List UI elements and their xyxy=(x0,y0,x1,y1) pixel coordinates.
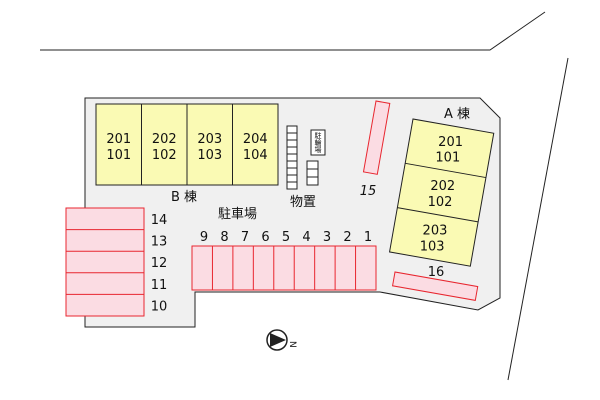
building-a-unit-upper: 203 xyxy=(423,224,448,239)
storage-cell xyxy=(286,167,298,176)
building-b-unit-upper: 201 xyxy=(106,132,131,147)
building-b-unit-lower: 103 xyxy=(197,148,222,163)
parking-label: 駐車場 xyxy=(218,207,257,222)
parking-space-label: 7 xyxy=(241,230,249,245)
building-a-unit-lower: 102 xyxy=(428,195,453,210)
road-lines xyxy=(40,11,569,381)
storage-cell xyxy=(286,181,298,190)
parking-space-label: 11 xyxy=(151,278,168,293)
bicycle-cell xyxy=(306,176,319,186)
building-b-unit-upper: 202 xyxy=(152,132,177,147)
building-b-unit-lower: 102 xyxy=(152,148,177,163)
parking-space-15: 15 xyxy=(360,100,391,199)
bicycle-char-2: 輪 xyxy=(315,138,322,147)
building-a-unit-lower: 101 xyxy=(435,151,460,166)
parking-space-label: 3 xyxy=(323,230,331,245)
building-a-unit-upper: 202 xyxy=(430,179,455,194)
parking-left-outline xyxy=(65,207,145,317)
parking-space-16-label: 16 xyxy=(428,265,445,280)
parking-space-label: 4 xyxy=(302,230,310,245)
building-b-unit-lower: 101 xyxy=(106,148,131,163)
building-a-unit-upper: 201 xyxy=(438,135,463,150)
parking-row-outline xyxy=(191,245,377,291)
parking-space-label: 8 xyxy=(220,230,228,245)
building-b-unit-upper: 203 xyxy=(197,132,222,147)
storage-cell xyxy=(286,153,298,162)
parking-space-label: 10 xyxy=(151,299,168,314)
storage-cell xyxy=(286,160,298,169)
bicycle-char-3: 場 xyxy=(315,145,322,154)
parking-space-label: 6 xyxy=(261,230,269,245)
storage-cell xyxy=(286,132,298,141)
parking-space-label: 2 xyxy=(343,230,351,245)
bicycle-cell xyxy=(306,168,319,178)
parking-left: 14 13 12 11 10 xyxy=(65,207,168,317)
building-a-divider xyxy=(397,207,479,223)
storage-cell xyxy=(286,139,298,148)
parking-space-15-label: 15 xyxy=(360,184,377,199)
storage-label: 物置 xyxy=(290,195,316,210)
building-b-label: B 棟 xyxy=(171,190,197,205)
building-a-label: A 棟 xyxy=(444,107,470,122)
storage-grid xyxy=(286,125,298,190)
compass-icon: N xyxy=(266,329,297,351)
building-a-divider xyxy=(405,162,487,179)
building-b-unit-upper: 204 xyxy=(243,132,268,147)
parking-space-label: 12 xyxy=(151,256,168,271)
storage-cell xyxy=(286,125,298,134)
compass-label: N xyxy=(287,341,297,348)
parking-space-label: 1 xyxy=(364,230,372,245)
parking-space-label: 14 xyxy=(151,213,168,228)
parking-space-label: 13 xyxy=(151,235,168,250)
bicycle-char-1: 駐 xyxy=(315,131,322,140)
storage-cell xyxy=(286,146,298,155)
storage-cell xyxy=(286,174,298,183)
building-a-outline xyxy=(388,118,495,267)
building-a-unit-lower: 103 xyxy=(420,239,445,254)
bicycle-parking: 駐 輪 場 xyxy=(306,129,326,186)
bicycle-cell xyxy=(306,160,319,170)
parking-space-16: 16 xyxy=(391,265,479,301)
parking-space-label: 9 xyxy=(200,230,208,245)
building-b-unit-lower: 104 xyxy=(243,148,268,163)
parking-space-label: 5 xyxy=(282,230,290,245)
